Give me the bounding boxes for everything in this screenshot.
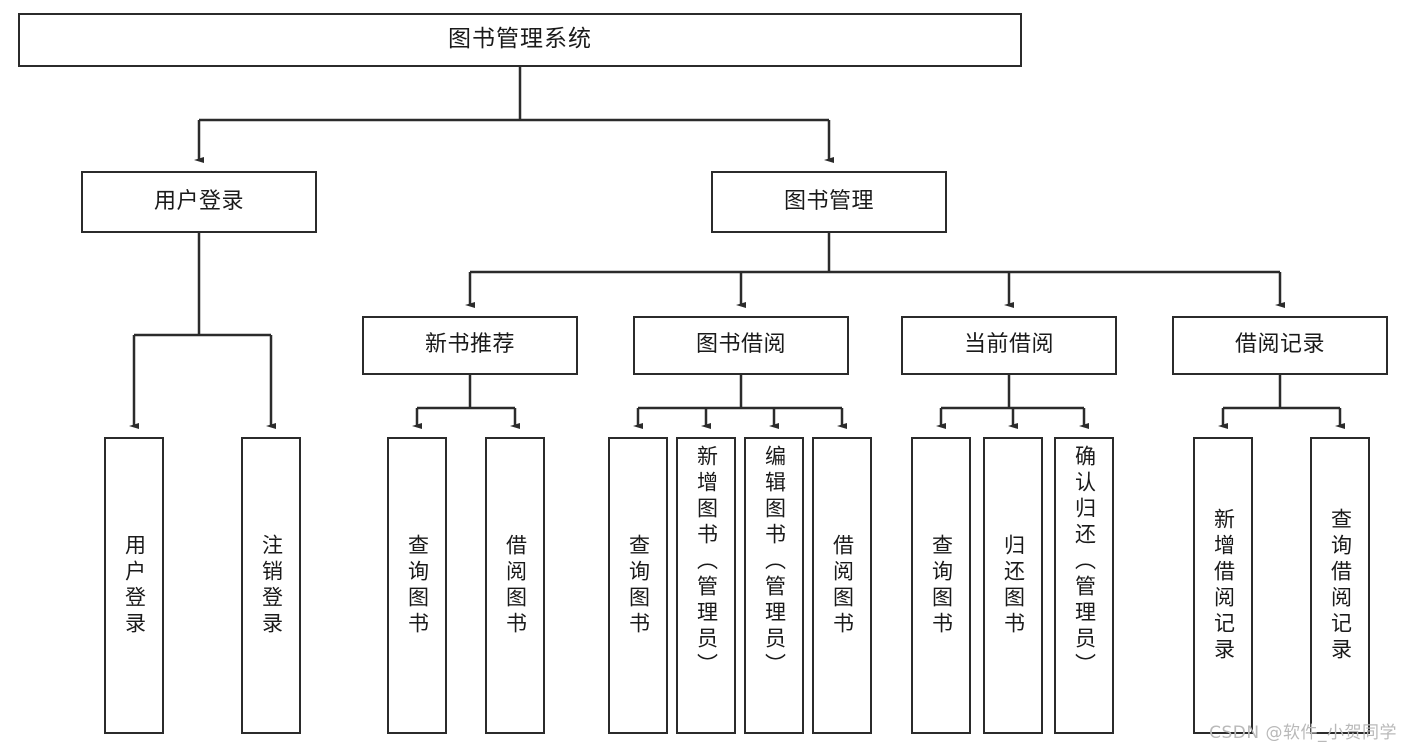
node-leaf-add-record[interactable]: 新增借阅记录 <box>1193 437 1253 734</box>
node-new-book-recommend[interactable]: 新书推荐 <box>362 316 578 375</box>
csdn-watermark: CSDN @软件_小贺同学 <box>1209 723 1397 743</box>
node-label: 注销登录 <box>259 533 284 638</box>
node-label: 新增借阅记录 <box>1211 507 1236 664</box>
node-book-management[interactable]: 图书管理 <box>711 171 947 233</box>
node-label: 查询图书 <box>405 533 430 638</box>
node-label: 借阅图书 <box>503 533 528 638</box>
node-label: 图书管理系统 <box>448 26 592 53</box>
node-leaf-query-book-cur[interactable]: 查询图书 <box>911 437 971 734</box>
node-leaf-user-logout[interactable]: 注销登录 <box>241 437 301 734</box>
node-label: 当前借阅 <box>963 332 1054 358</box>
node-label: 查询借阅记录 <box>1328 507 1353 664</box>
node-leaf-query-book-borrow[interactable]: 查询图书 <box>608 437 668 734</box>
node-label: 图书管理 <box>783 188 874 214</box>
node-leaf-add-book[interactable]: 新增图书（管理员） <box>676 437 736 734</box>
node-root[interactable]: 图书管理系统 <box>18 13 1022 67</box>
node-label: 新增图书（管理员） <box>694 445 719 679</box>
node-current-borrow[interactable]: 当前借阅 <box>901 316 1117 375</box>
node-label: 用户登录 <box>122 533 147 638</box>
node-label: 确认归还（管理员） <box>1072 445 1097 679</box>
node-label: 编辑图书（管理员） <box>762 445 787 679</box>
node-user-login[interactable]: 用户登录 <box>81 171 317 233</box>
node-leaf-edit-book[interactable]: 编辑图书（管理员） <box>744 437 804 734</box>
node-label: 图书借阅 <box>695 332 786 358</box>
node-borrow-record[interactable]: 借阅记录 <box>1172 316 1388 375</box>
node-leaf-query-record[interactable]: 查询借阅记录 <box>1310 437 1370 734</box>
node-leaf-confirm-return[interactable]: 确认归还（管理员） <box>1054 437 1114 734</box>
node-leaf-borrow-book[interactable]: 借阅图书 <box>812 437 872 734</box>
node-label: 借阅记录 <box>1234 332 1325 358</box>
node-label: 用户登录 <box>153 188 244 214</box>
node-label: 查询图书 <box>929 533 954 638</box>
node-book-borrow[interactable]: 图书借阅 <box>633 316 849 375</box>
node-leaf-user-login[interactable]: 用户登录 <box>104 437 164 734</box>
node-label: 借阅图书 <box>830 533 855 638</box>
node-label: 新书推荐 <box>424 332 515 358</box>
node-leaf-query-book-new[interactable]: 查询图书 <box>387 437 447 734</box>
node-leaf-borrow-book-new[interactable]: 借阅图书 <box>485 437 545 734</box>
node-label: 归还图书 <box>1001 533 1026 638</box>
node-leaf-return-book[interactable]: 归还图书 <box>983 437 1043 734</box>
node-label: 查询图书 <box>626 533 651 638</box>
